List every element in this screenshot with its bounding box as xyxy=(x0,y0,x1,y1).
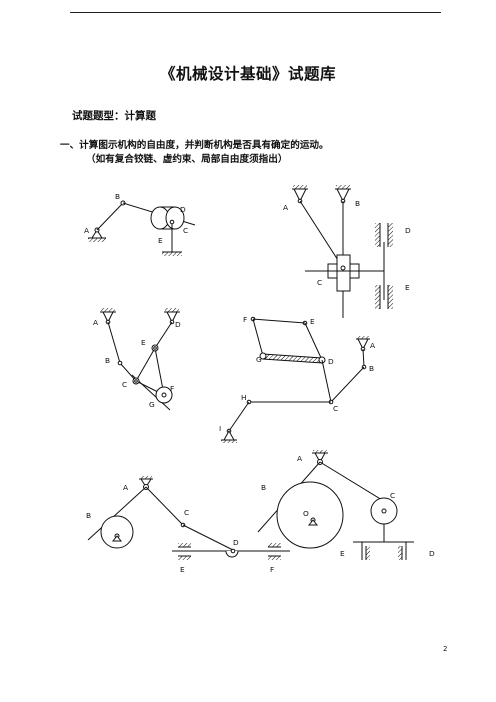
header-rule xyxy=(70,12,441,13)
fig5-label-a: A xyxy=(123,483,128,492)
fig4-label-i: I xyxy=(219,424,221,433)
fig3-label-b: B xyxy=(105,356,110,365)
fig3-label-e: E xyxy=(141,338,146,347)
fig4-label-f: F xyxy=(243,315,247,324)
figure-4-mechanism: F E G D A B H C I xyxy=(219,315,375,443)
fig6-label-a: A xyxy=(297,454,302,463)
fig2-label-b: B xyxy=(355,199,360,208)
fig3-label-c: C xyxy=(122,380,127,389)
fig2-label-d: D xyxy=(405,226,411,235)
fig1-label-e: E xyxy=(158,236,163,245)
page-title: 《机械设计基础》试题库 xyxy=(159,64,336,83)
fig1-label-d: D xyxy=(180,205,186,214)
fig3-label-d: D xyxy=(175,320,181,329)
fig3-label-a: A xyxy=(93,318,98,327)
fig5-label-d: D xyxy=(233,538,239,547)
question-1-note: （如有复合铰链、虚约束、局部自由度须指出） xyxy=(86,154,288,165)
fig5-label-b: B xyxy=(86,511,91,520)
figure-1-mechanism: B A D C E xyxy=(84,192,196,256)
question-type: 试题题型：计算题 xyxy=(72,110,156,122)
fig2-label-e: E xyxy=(405,283,410,292)
fig6-label-b: B xyxy=(261,483,266,492)
fig2-label-a: A xyxy=(283,203,288,212)
fig2-label-c: C xyxy=(317,278,322,287)
fig4-label-d: D xyxy=(328,357,334,366)
figure-6-mechanism: A B O C E D xyxy=(257,450,435,560)
fig1-label-c: C xyxy=(183,226,188,235)
page-number: 2 xyxy=(443,645,448,653)
figure-5-mechanism: A B C D E F xyxy=(86,476,290,574)
fig4-label-a: A xyxy=(370,341,375,350)
fig6-label-o: O xyxy=(303,509,309,518)
fig3-label-g: G xyxy=(149,400,155,409)
fig6-label-e: E xyxy=(340,549,345,558)
fig1-label-a: A xyxy=(84,226,89,235)
fig1-label-b: B xyxy=(115,192,120,201)
fig4-label-b: B xyxy=(369,364,374,373)
fig4-label-h: H xyxy=(241,393,247,402)
fig6-label-d: D xyxy=(429,549,435,558)
figure-2-mechanism: A B D C E xyxy=(283,185,411,318)
fig3-label-f: F xyxy=(170,384,174,393)
fig4-label-e: E xyxy=(310,317,315,326)
figure-3-mechanism: A D E B C F G xyxy=(93,308,181,411)
fig6-label-c: C xyxy=(390,491,395,500)
question-1-text: 一、计算图示机构的自由度，并判断机构是否具有确定的运动。 xyxy=(60,140,329,151)
fig5-label-e: E xyxy=(180,565,185,574)
fig4-label-g: G xyxy=(256,355,262,364)
fig4-label-c: C xyxy=(333,404,338,413)
fig5-label-c: C xyxy=(184,508,189,517)
fig5-label-f: F xyxy=(270,565,274,574)
